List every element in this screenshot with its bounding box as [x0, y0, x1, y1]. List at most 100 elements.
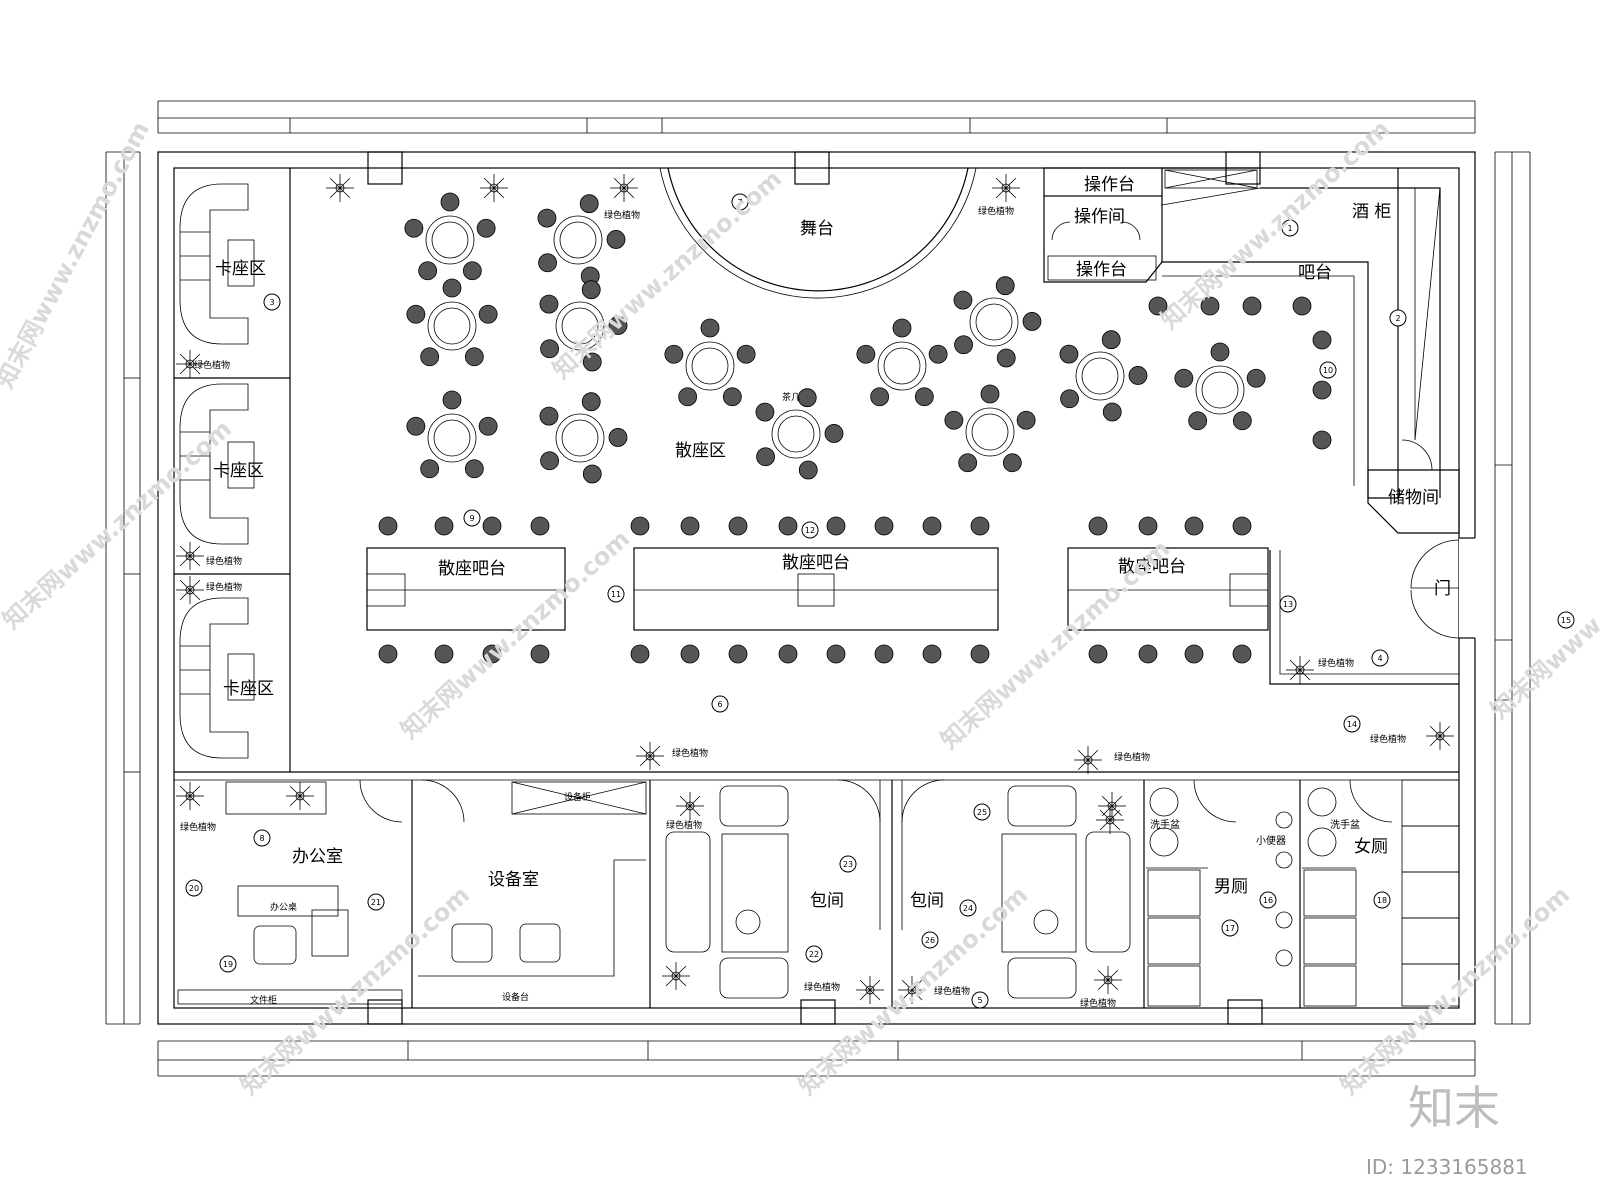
- index-marker: 6: [711, 695, 729, 713]
- chair: [797, 388, 817, 408]
- brand-watermark: 知末: [1408, 1081, 1500, 1135]
- plant-leaf: [189, 353, 201, 365]
- plant-leaf: [179, 545, 191, 557]
- chair: [922, 516, 942, 536]
- plant-leaf: [1439, 735, 1451, 747]
- wine-cabinet-label: 酒 柜: [1352, 202, 1391, 222]
- chair: [914, 387, 934, 407]
- chair: [482, 644, 502, 664]
- plant-leaf: [1077, 759, 1089, 771]
- table-inner: [433, 419, 471, 457]
- plant-pot: [1103, 975, 1113, 985]
- chair: [418, 261, 438, 281]
- chair: [540, 339, 559, 359]
- plant-icon: [480, 174, 508, 202]
- plant-leaf: [1087, 749, 1099, 761]
- chair: [826, 644, 846, 664]
- plant-label-13: 绿色植物: [934, 985, 970, 997]
- table-top: [969, 297, 1019, 347]
- chair: [892, 318, 912, 338]
- plant-leaf: [995, 177, 1007, 189]
- plant-leaf: [869, 989, 881, 1001]
- plant-icon: [636, 742, 664, 770]
- watermark-5: 知末网www.znzmo.com: [935, 535, 1175, 755]
- chair: [1232, 411, 1252, 431]
- chair: [1184, 516, 1204, 536]
- urinal-label: 小便器: [1256, 834, 1286, 847]
- chair: [462, 261, 482, 281]
- plant-leaf: [1101, 795, 1113, 807]
- watermark-7: 知末网www.znzmo.com: [235, 881, 475, 1101]
- plant-leaf: [189, 589, 201, 601]
- plant-leaf: [189, 363, 201, 375]
- marker-circle: [971, 991, 989, 1009]
- plant-leaf: [329, 177, 341, 189]
- marker-circle: [1371, 649, 1389, 667]
- plant-icon: [1426, 722, 1454, 750]
- chair: [582, 352, 602, 372]
- round-table: [944, 384, 1036, 473]
- plant-leaf: [689, 795, 701, 807]
- marker-number: 9: [469, 514, 474, 523]
- chair: [406, 416, 426, 436]
- plant-leaf: [179, 795, 191, 807]
- chair: [678, 387, 698, 407]
- index-marker: 21: [367, 893, 385, 911]
- plant-leaf: [189, 555, 201, 567]
- chair: [953, 290, 973, 310]
- plant-pot: [645, 751, 655, 761]
- plant-leaf: [995, 187, 1007, 199]
- private-room-label-1: 包间: [810, 891, 844, 911]
- table-inner: [559, 221, 597, 259]
- table-inner: [1201, 371, 1239, 409]
- plant-leaf: [483, 177, 495, 189]
- plant-leaf: [179, 589, 191, 601]
- round-table: [404, 192, 496, 281]
- plant-leaf: [1109, 819, 1121, 831]
- plant-leaf: [1099, 809, 1111, 821]
- chair: [995, 276, 1015, 296]
- booth-label-1: 卡座区: [215, 259, 266, 279]
- mens-toilet-label: 男厕: [1214, 877, 1248, 897]
- plant-leaf: [179, 353, 191, 365]
- plant-pot: [685, 801, 695, 811]
- plant-pot: [619, 183, 629, 193]
- round-table: [856, 318, 948, 407]
- marker-number: 15: [1561, 616, 1571, 625]
- plant-label-12: 绿色植物: [804, 981, 840, 993]
- chair: [874, 644, 894, 664]
- chair: [728, 516, 748, 536]
- plant-label-6: 绿色植物: [672, 747, 708, 759]
- chair: [778, 644, 798, 664]
- round-table: [406, 390, 498, 479]
- private-room-1-furniture: [665, 785, 789, 999]
- plant-leaf: [1005, 177, 1017, 189]
- index-marker: 13: [1279, 595, 1297, 613]
- chair: [1232, 644, 1252, 664]
- index-marker: 4: [1371, 649, 1389, 667]
- marker-circle: [711, 695, 729, 713]
- plant-icon: [1098, 792, 1126, 820]
- chair: [664, 344, 684, 364]
- plant-leaf: [289, 785, 301, 797]
- chair: [996, 348, 1016, 368]
- plant-leaf: [901, 979, 913, 991]
- chair: [826, 516, 846, 536]
- plant-leaf: [623, 187, 635, 199]
- table-top: [1075, 351, 1125, 401]
- chair: [442, 390, 462, 410]
- plant-pot: [1001, 183, 1011, 193]
- plant-leaf: [1429, 735, 1441, 747]
- chair: [1242, 296, 1262, 316]
- chair: [420, 347, 440, 367]
- plant-pot: [185, 791, 195, 801]
- index-marker: 1: [1281, 219, 1299, 237]
- private-room-2-furniture: [1001, 785, 1131, 999]
- marker-circle: [921, 931, 939, 949]
- marker-number: 12: [805, 526, 815, 535]
- operation-room: [1043, 167, 1163, 283]
- marker-circle: [1343, 715, 1361, 733]
- table-top: [555, 301, 605, 351]
- sink-label-men: 洗手盆: [1150, 818, 1180, 831]
- plant-leaf: [911, 979, 923, 991]
